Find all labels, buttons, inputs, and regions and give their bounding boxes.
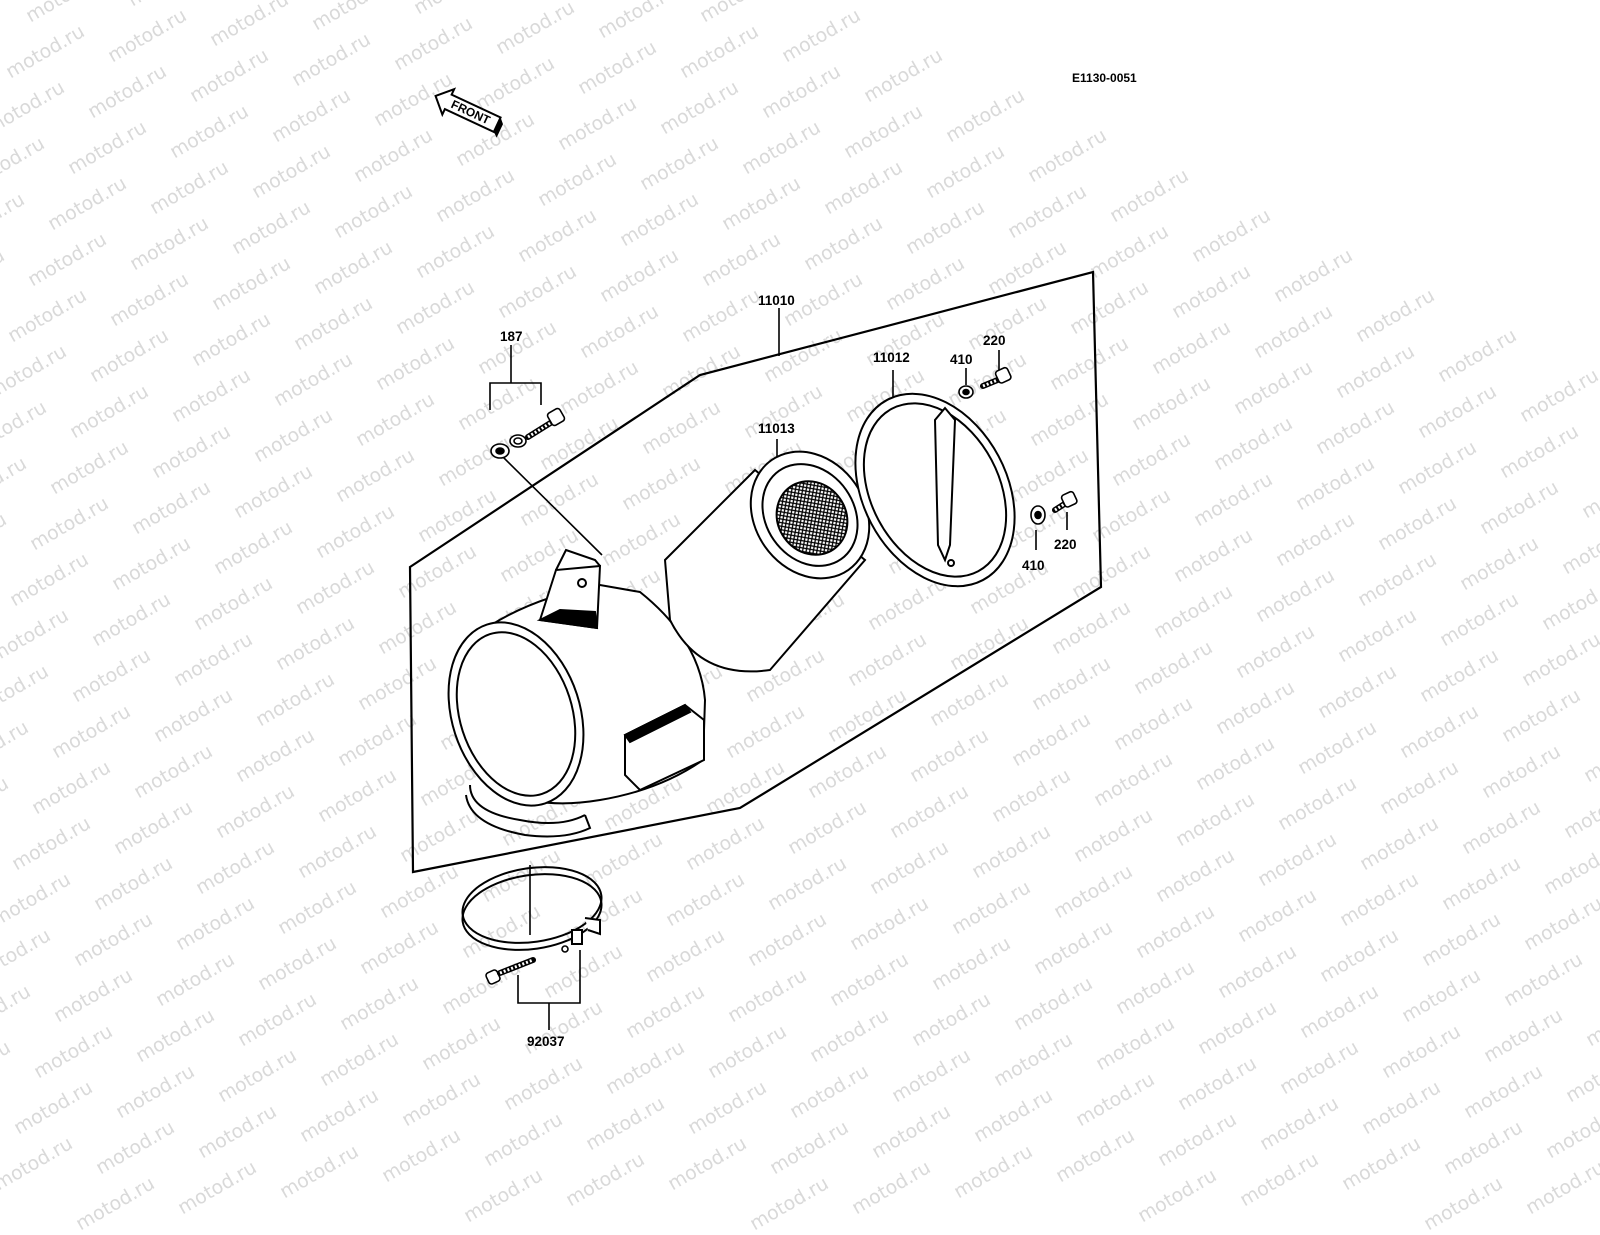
parts-diagram: E1130-0051 FRONT: [408, 71, 1137, 1049]
bolt-set-top: [490, 407, 566, 459]
part-label-element: 11013: [758, 421, 795, 436]
filter-element: [663, 450, 871, 673]
hose-clamp: [461, 866, 603, 951]
diagram-code: E1130-0051: [1072, 71, 1137, 85]
part-label-bolt-b: 220: [1054, 537, 1077, 552]
part-label-cover: 11012: [873, 350, 910, 365]
air-filter-housing: [447, 548, 707, 838]
filter-cover: [854, 392, 1016, 588]
front-label: FRONT: [449, 97, 493, 127]
part-label-washer-a: 410: [950, 352, 973, 367]
clamp-screw: [485, 945, 569, 985]
leader-lines: [489, 308, 1068, 1030]
assembly-outline: [408, 270, 1103, 874]
part-label-washer-b: 410: [1022, 558, 1045, 573]
bolt-set-upper-right: [958, 366, 1012, 399]
part-label-clamp: 92037: [527, 1034, 565, 1049]
bolt-set-lower-right: [1030, 490, 1078, 525]
front-arrow-icon: FRONT: [434, 87, 503, 138]
part-label-bolt-a: 220: [983, 333, 1006, 348]
part-label-housing: 11010: [758, 293, 795, 308]
part-label-bolt-top: 187: [500, 329, 523, 344]
